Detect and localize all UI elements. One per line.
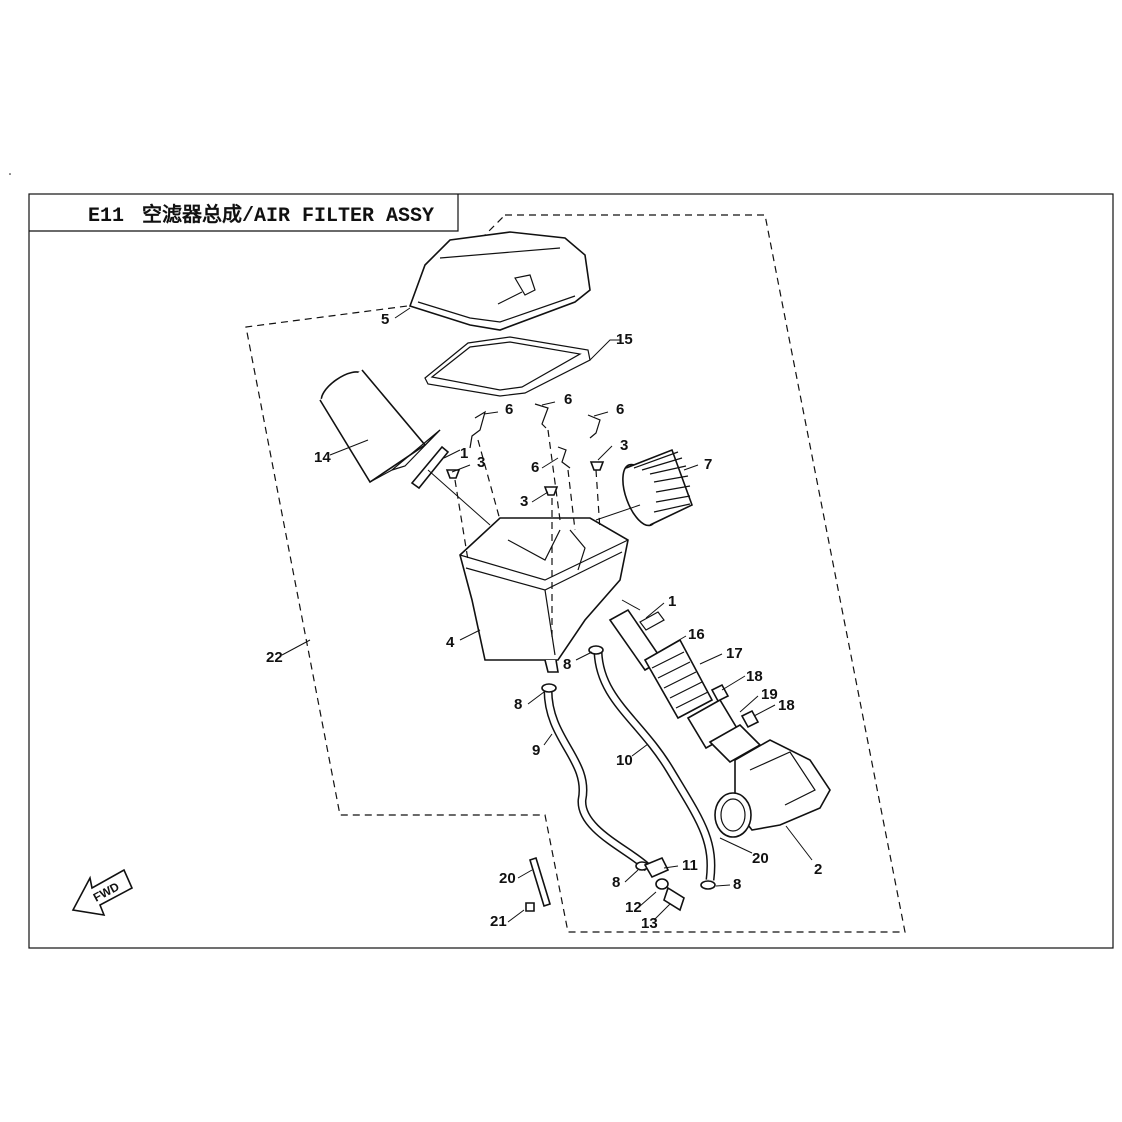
hose-clamp-8a [541, 683, 557, 693]
callout-3-left: 3 [477, 454, 485, 471]
hose-clamp-8b [588, 645, 604, 655]
drain-hose-9 [545, 689, 651, 871]
callout-10: 10 [616, 752, 633, 769]
hose-clamp-8d [700, 880, 716, 890]
leader-lines [281, 307, 813, 923]
stray-dot [9, 173, 11, 175]
callout-3-right: 3 [620, 437, 628, 454]
bellows-duct [622, 448, 694, 527]
callout-8-left: 8 [514, 696, 522, 713]
filter-housing [459, 517, 629, 673]
callout-6-lower: 6 [531, 459, 539, 476]
callout-2: 2 [814, 861, 822, 878]
callout-7: 7 [704, 456, 712, 473]
callout-18-upper: 18 [746, 668, 763, 685]
fwd-arrow: FWD [71, 868, 134, 917]
callout-22: 22 [266, 649, 283, 666]
callout-3-middle: 3 [520, 493, 528, 510]
filter-gasket [424, 336, 591, 397]
callouts: 5 15 14 1 3 6 6 6 3 6 3 7 4 22 1 16 17 1… [266, 311, 822, 932]
clip-6d [557, 446, 571, 469]
nut-21 [525, 902, 535, 912]
screw-3a [445, 469, 461, 479]
title-box [29, 194, 459, 232]
callout-12: 12 [625, 899, 642, 916]
clip-6c [587, 414, 601, 439]
callout-16: 16 [688, 626, 705, 643]
callout-11: 11 [682, 857, 698, 874]
callout-18-lower: 18 [778, 697, 795, 714]
callout-9: 9 [532, 742, 540, 759]
callout-15: 15 [616, 331, 633, 348]
callout-20-right: 20 [752, 850, 769, 867]
callout-17: 17 [726, 645, 743, 662]
callout-4: 4 [446, 634, 455, 651]
callout-1-upper: 1 [460, 445, 468, 462]
callout-13: 13 [641, 915, 658, 932]
callout-6-right: 6 [616, 401, 624, 418]
callout-6-left: 6 [505, 401, 513, 418]
diagram-code: E11 [88, 205, 124, 228]
callout-5: 5 [381, 311, 389, 328]
assembly-boundary [245, 214, 906, 933]
callout-1-lower: 1 [668, 593, 676, 610]
diagram-title: 空滤器总成/AIR FILTER ASSY [142, 202, 434, 228]
callout-8-right: 8 [563, 656, 571, 673]
filter-cover [408, 231, 591, 331]
callout-8-bottom-left: 8 [612, 874, 620, 891]
drain-plug-13 [663, 886, 685, 912]
clip-6b [534, 403, 549, 429]
screw-3b [543, 486, 559, 496]
drain-clamp-12 [655, 878, 669, 890]
screw-3c [589, 461, 605, 471]
callout-8-bottom-right: 8 [733, 876, 741, 893]
intake-duct-assembly [608, 608, 762, 763]
air-filter-element [319, 369, 441, 484]
clamp-bolt-upper [410, 445, 450, 490]
clip-6a [469, 410, 486, 449]
diagram-frame [28, 193, 1114, 949]
callout-14: 14 [314, 449, 331, 466]
filter-gasket-inner [430, 341, 582, 391]
drain-connector-11 [643, 856, 670, 879]
breather-hose-10 [595, 651, 714, 881]
callout-21: 21 [490, 913, 507, 930]
strap-20 [529, 856, 551, 908]
callout-19: 19 [761, 686, 778, 703]
callout-6-middle: 6 [564, 391, 572, 408]
elbow-pipe [714, 739, 831, 838]
callout-20-left: 20 [499, 870, 516, 887]
